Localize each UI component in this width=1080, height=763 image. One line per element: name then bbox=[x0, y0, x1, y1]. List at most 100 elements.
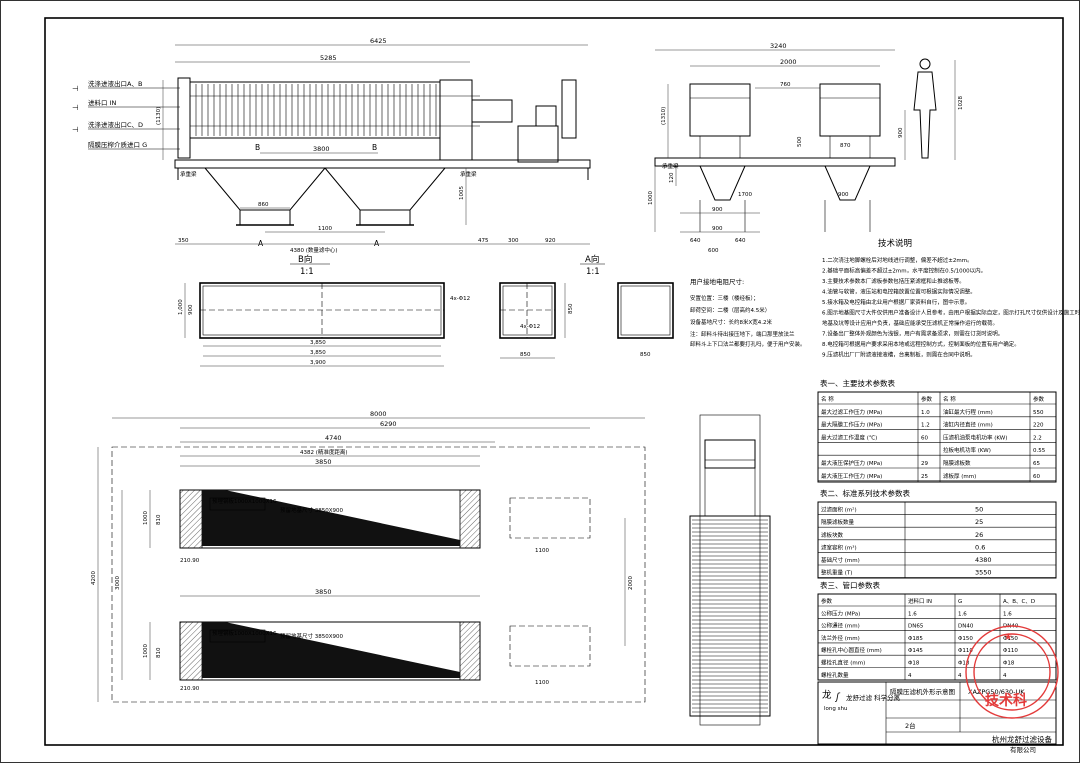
title-block: 龙 ʃ 龙舒过滤 科学分离 long shu 隔膜压滤机外形示意图 XAZPG5… bbox=[817, 625, 1059, 754]
hydraulic-cylinder bbox=[471, 99, 513, 123]
plan-dim-1100b: 1100 bbox=[535, 680, 549, 686]
plan-view: 8000 6290 4740 4382 (精准度距离) 3850 预埋钢板100… bbox=[91, 410, 646, 703]
plan-box-note-b: 预埋钢板1000X1000X16 bbox=[212, 629, 277, 637]
dim-900d: 900 bbox=[898, 127, 904, 138]
dim-300: 300 bbox=[508, 238, 519, 244]
view-a-title: A向 bbox=[585, 254, 599, 265]
tech-note-line: 9.压滤机出厂厂附滤液接液槽，台离制板，则需在合同中说明。 bbox=[822, 351, 976, 359]
dim-1130: (1130) bbox=[156, 107, 162, 125]
table1-cell: 0.55 bbox=[1033, 448, 1046, 454]
table2-label: 基础尺寸 (mm) bbox=[821, 556, 860, 564]
plan-dim-3000: 3000 bbox=[115, 576, 121, 590]
dim-3240: 3240 bbox=[770, 42, 787, 50]
table3-cell: 1.6 bbox=[958, 611, 967, 617]
tech-note-line: 6.图示地基图尺寸大件仅供用户准备设计人员参考，由用户根据实际自定，图示打孔尺寸… bbox=[822, 309, 1080, 317]
support-label-left: 承重梁 bbox=[180, 170, 197, 178]
table1-cell: 220 bbox=[1033, 423, 1044, 429]
top-view bbox=[689, 414, 771, 726]
dim-900a: 900 bbox=[712, 207, 723, 213]
plan-dim-810a: 810 bbox=[156, 514, 162, 525]
dim-6425: 6425 bbox=[370, 37, 387, 45]
table1-cell: 25 bbox=[921, 474, 928, 480]
table3-header: 参数 bbox=[821, 597, 833, 605]
plan-dim-1100a: 1100 bbox=[535, 548, 549, 554]
plan-outline bbox=[111, 446, 646, 703]
table3-cell: Φ18 bbox=[908, 661, 920, 667]
view-b-title: B向 bbox=[298, 254, 312, 265]
drawing-no: XAZPG50/630-UK bbox=[968, 688, 1025, 696]
hopper-left bbox=[204, 167, 326, 211]
tech-note-line: 地基及坑等设计应用户负责，基础应能承受压滤机正常操作运行的载荷。 bbox=[822, 319, 998, 327]
table3-cell: 1.6 bbox=[908, 611, 917, 617]
plan-dim-1000b: 1000 bbox=[143, 644, 149, 658]
a-hole-note: 4x-Φ12 bbox=[520, 324, 540, 330]
b-view: 1,000 900 3,850 3,850 3,900 4x-Φ12 bbox=[178, 282, 470, 367]
table1-cell: 60 bbox=[921, 435, 928, 441]
table3-cell: Φ110 bbox=[1003, 648, 1018, 654]
plan-dim-3850a: 3850 bbox=[315, 458, 332, 466]
svg-text:⊣: ⊣ bbox=[72, 125, 79, 134]
tech-note-line: 5.接水箱及电控箱由北业用户根据厂家资料自行，图中示意。 bbox=[822, 298, 970, 306]
plan-dim-210a: 210.90 bbox=[180, 558, 200, 564]
user-notes: 用户接地电阻尺寸: 安置位置：三楼（楼经板）； 卸荷空间：二楼（层高约4.5米）… bbox=[690, 277, 806, 348]
plan-label-b: 预留地基尺寸 3850X900 bbox=[280, 632, 344, 640]
dim-900c: 900 bbox=[838, 192, 849, 198]
dim-600: 600 bbox=[708, 248, 719, 254]
table1-cell: 最大过滤工作温度 (℃) bbox=[821, 433, 877, 441]
section-b-right: B bbox=[372, 143, 377, 152]
user-note-0: 安置位置：三楼（楼经板）； bbox=[690, 294, 759, 302]
table2-label: 滤室容积 (m³) bbox=[821, 543, 857, 551]
table3-cell: Φ185 bbox=[908, 636, 923, 642]
person-figure-icon bbox=[913, 58, 937, 159]
dim-2000: 2000 bbox=[780, 58, 797, 66]
dim-640b: 640 bbox=[735, 238, 746, 244]
section-b-left: B bbox=[255, 143, 260, 152]
table3-cell: 螺栓孔中心圆直径 (mm) bbox=[821, 646, 882, 654]
table1-cell: 最大液压保护压力 (MPa) bbox=[821, 459, 882, 467]
table2-label: 滤板块数 bbox=[821, 531, 844, 539]
table3-cell: Φ150 bbox=[958, 636, 973, 642]
table1-header: 参数 bbox=[921, 395, 933, 403]
table2-label: 隔膜滤板数量 bbox=[821, 518, 855, 526]
plan-dim-2000: 2000 bbox=[628, 576, 634, 590]
view-a-scale: 1:1 bbox=[586, 267, 600, 277]
view-b-scale: 1:1 bbox=[300, 267, 314, 277]
table1-cell: 1.2 bbox=[921, 423, 930, 429]
user-note-3: 注：卸料斗待出接压地下，端口那里放法兰 bbox=[690, 330, 795, 338]
side-support-label: 承重梁 bbox=[662, 162, 679, 170]
table3-header: A、B、C、D bbox=[1003, 599, 1035, 605]
user-notes-title: 用户接地电阻尺寸: bbox=[690, 277, 744, 286]
dim-920: 920 bbox=[545, 238, 556, 244]
table2-value: 26 bbox=[975, 531, 983, 539]
table2-value: 25 bbox=[975, 518, 983, 526]
svg-text:ʃ: ʃ bbox=[834, 692, 841, 703]
b-dim-3850a: 3,850 bbox=[310, 340, 326, 346]
table1-cell: 油缸最大行程 (mm) bbox=[943, 408, 993, 416]
table1-cell: 压滤机油泵电机功率 (KW) bbox=[943, 433, 1007, 441]
table1-cell: 65 bbox=[1033, 461, 1040, 467]
logo-text: 龙舒过滤 科学分离 bbox=[846, 693, 901, 702]
logo-sub: long shu bbox=[824, 706, 847, 712]
a-view-box-2 bbox=[617, 282, 674, 339]
table1-cell: 最大液压工作压力 (MPa) bbox=[821, 472, 882, 480]
drawing-name: 隔膜压滤机外形示意图 bbox=[890, 687, 955, 696]
table3-cell: 4 bbox=[1003, 673, 1007, 679]
user-note-1: 卸荷空间：二楼（层高约4.5米） bbox=[690, 306, 770, 314]
table1-header: 名 称 bbox=[821, 395, 834, 403]
table3-cell: Φ150 bbox=[1003, 636, 1018, 642]
support-label-right: 承重梁 bbox=[460, 170, 477, 178]
user-note-2: 设备基地尺寸：长约8米X宽4.2米 bbox=[690, 318, 773, 326]
table3-cell: 法兰外径 (mm) bbox=[821, 634, 860, 642]
dim-640a: 640 bbox=[690, 238, 701, 244]
table3-cell: DN65 bbox=[908, 624, 924, 630]
a-dim-850c: 850 bbox=[640, 352, 651, 358]
a-dim-850a: 850 bbox=[520, 352, 531, 358]
dim-870: 870 bbox=[840, 143, 851, 149]
table3-cell: Φ18 bbox=[1003, 661, 1015, 667]
table1-header: 参数 bbox=[1033, 395, 1045, 403]
pipe-label-in: 进料口 IN bbox=[88, 98, 116, 107]
plan-label-a: 预留地基尺寸 3850X900 bbox=[280, 506, 344, 514]
